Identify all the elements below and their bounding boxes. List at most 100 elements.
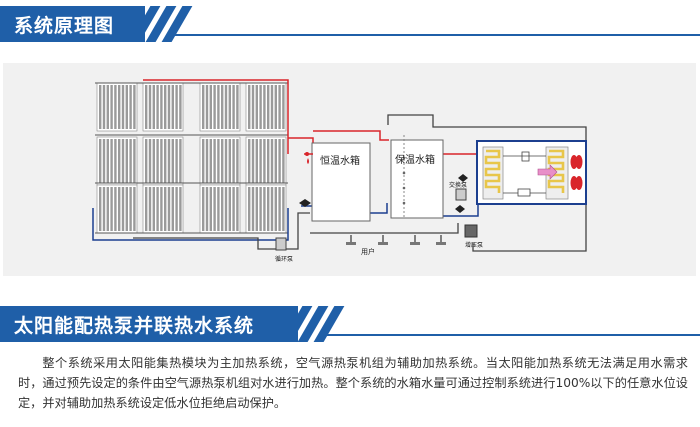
- collector-tube: [221, 139, 224, 183]
- collector-tube: [282, 139, 285, 183]
- collector-tube: [228, 85, 231, 129]
- collector-tube: [164, 187, 167, 231]
- collector-tube: [209, 85, 212, 129]
- section-title: 太阳能配热泵并联热水系统: [14, 315, 255, 337]
- collector-tube: [263, 85, 266, 129]
- collector-tube: [232, 85, 235, 129]
- collector-tube: [102, 139, 106, 183]
- collector-tube: [232, 187, 235, 231]
- collector-tube: [152, 187, 155, 231]
- collector-tube: [114, 187, 117, 231]
- collector-tube: [248, 139, 251, 183]
- collector-tube: [102, 85, 106, 129]
- collector-tube: [125, 85, 128, 129]
- banner-rule: [170, 34, 700, 36]
- collector-tube: [217, 139, 220, 183]
- collector-tube: [221, 187, 224, 231]
- collector-tube: [236, 187, 239, 231]
- heat-pump-unit: [476, 140, 587, 205]
- valves: [299, 174, 468, 213]
- collector-tube: [228, 139, 231, 183]
- collector-tube: [121, 85, 125, 129]
- collector-tube: [205, 187, 209, 231]
- collector-tube: [213, 85, 216, 129]
- collector-tube: [133, 85, 136, 129]
- booster-pump-label: 增压泵: [465, 241, 483, 249]
- collector-tube: [118, 139, 121, 183]
- collector-tube: [160, 139, 163, 183]
- collector-tube: [209, 139, 212, 183]
- collector-tube: [202, 139, 205, 183]
- collector-tube: [152, 85, 155, 129]
- collector-tube: [274, 187, 277, 231]
- collector-tube: [202, 187, 205, 231]
- collector-tube: [270, 187, 274, 231]
- collector-tube: [118, 85, 121, 129]
- collector-tube: [259, 187, 262, 231]
- collector-tube: [221, 85, 224, 129]
- collector-tube: [171, 85, 174, 129]
- collector-tube: [175, 187, 178, 231]
- collector-tube: [179, 85, 182, 129]
- collector-tube: [179, 139, 182, 183]
- solar-collector-array: [95, 82, 288, 234]
- exchange-pump: 交换泵: [449, 181, 467, 201]
- collector-tube: [251, 187, 255, 231]
- collector-tube: [129, 85, 132, 129]
- collector-tube: [228, 187, 231, 231]
- collector-tube: [209, 187, 212, 231]
- collector-tube: [99, 139, 102, 183]
- description-text: 整个系统采用太阳能集热模块为主加热系统，空气源热泵机组为辅助加热系统。当太阳能加…: [18, 356, 688, 410]
- collector-tube: [255, 187, 258, 231]
- collector-tube: [148, 85, 152, 129]
- collector-tube: [259, 139, 262, 183]
- collector-tube: [217, 187, 220, 231]
- constant-temperature-tank: 恒温水箱: [304, 142, 371, 222]
- collector-tube: [255, 139, 258, 183]
- collector-tube: [148, 187, 152, 231]
- collector-tube: [224, 85, 228, 129]
- collector-tube: [160, 187, 163, 231]
- collector-tube: [278, 85, 281, 129]
- collector-tube: [152, 139, 155, 183]
- collector-tube: [224, 187, 228, 231]
- exchange-pump-label: 交换泵: [449, 181, 467, 189]
- collector-tube: [263, 139, 266, 183]
- collector-tube: [248, 187, 251, 231]
- collector-tube: [106, 187, 109, 231]
- collector-tube: [118, 187, 121, 231]
- collector-tube: [175, 139, 178, 183]
- collector-tube: [274, 139, 277, 183]
- collector-tube: [267, 187, 270, 231]
- collector-tube: [164, 139, 167, 183]
- collector-tube: [125, 139, 128, 183]
- user-label: 用户: [361, 247, 375, 256]
- collector-tube: [171, 187, 174, 231]
- collector-tube: [110, 187, 113, 231]
- insulated-tank-label: 保温水箱: [395, 153, 435, 166]
- collector-tube: [213, 187, 216, 231]
- collector-tube: [263, 187, 266, 231]
- collector-tube: [121, 139, 125, 183]
- collector-tube: [164, 85, 167, 129]
- collector-tube: [114, 139, 117, 183]
- collector-tube: [110, 85, 113, 129]
- collector-tube: [133, 187, 136, 231]
- collector-tube: [106, 85, 109, 129]
- collector-tube: [148, 139, 152, 183]
- insulated-tank: 保温水箱: [390, 135, 444, 219]
- circulation-pump-label: 循环泵: [275, 255, 293, 263]
- system-diagram: 恒温水箱 保温水箱 循环泵 交换泵 增压泵 用户: [3, 63, 696, 276]
- collector-tube: [236, 139, 239, 183]
- collector-tube: [145, 187, 148, 231]
- collector-tube: [171, 139, 174, 183]
- collector-tube: [205, 85, 209, 129]
- banner-band: [0, 306, 298, 342]
- collector-tube: [167, 139, 171, 183]
- banner-band: [0, 6, 145, 42]
- section-title: 系统原理图: [14, 15, 115, 37]
- collector-tube: [278, 187, 281, 231]
- section-banner-diagram: 系统原理图: [0, 6, 700, 42]
- user-outlets: [346, 242, 446, 245]
- booster-pump: 增压泵: [464, 224, 483, 249]
